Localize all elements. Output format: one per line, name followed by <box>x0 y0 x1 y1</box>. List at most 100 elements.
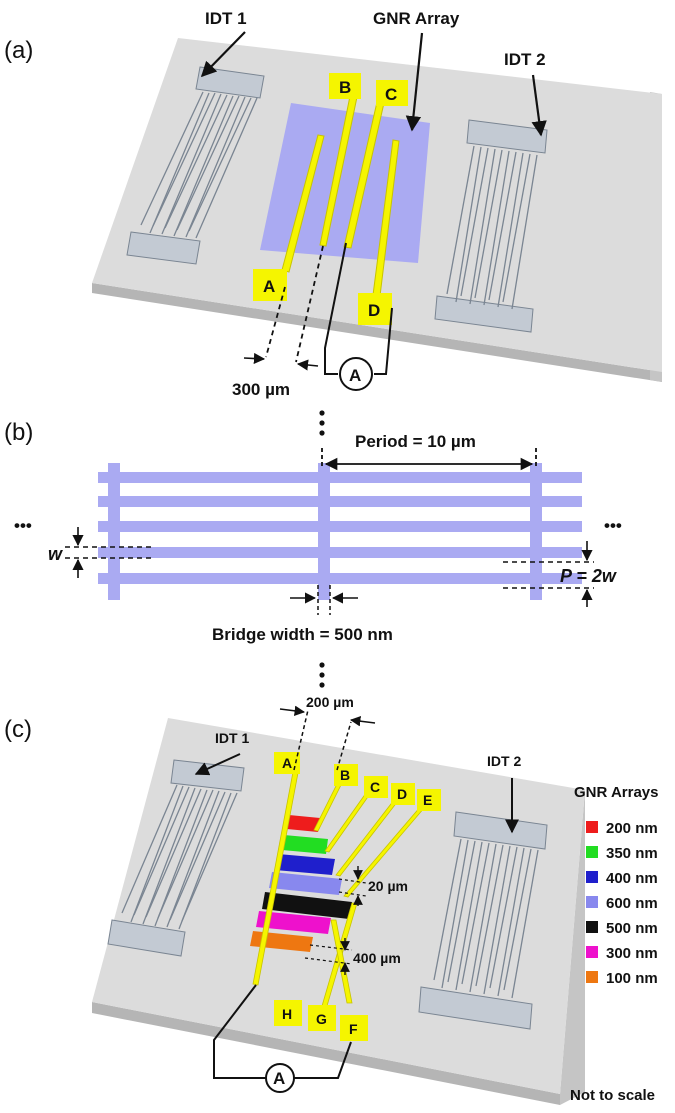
idt2-a-arrow <box>531 74 547 137</box>
legend-swatch-6 <box>586 946 598 958</box>
pad-g-c-label: G <box>316 1011 327 1027</box>
stripe-350nm <box>282 835 328 854</box>
dim-a-label: 300 µm <box>232 380 290 399</box>
bridge-2 <box>318 463 330 600</box>
pad-b-a <box>329 73 361 99</box>
stripe-200nm <box>287 815 320 832</box>
legend-label-2: 350 nm <box>606 845 658 862</box>
idt1-c-arrow <box>194 753 241 776</box>
panel-c-label: (c) <box>4 716 32 743</box>
idt2-a-top-bus <box>466 119 548 154</box>
period-label: Period = 10 µm <box>355 432 476 451</box>
legend-label-7: 100 nm <box>606 970 658 987</box>
ammeter-a <box>339 357 373 391</box>
idt1-c-label: IDT 1 <box>215 730 249 746</box>
pad-b-c <box>334 764 358 786</box>
pads-c: A B C D E H G F <box>274 752 441 1041</box>
pad-d-a-label: D <box>368 301 380 320</box>
gnr-ribbons-b <box>98 463 582 600</box>
pad-a-a <box>253 269 287 301</box>
bridge-width-label: Bridge width = 500 nm <box>212 625 393 644</box>
legend-swatch-4 <box>586 896 598 908</box>
idt1-c-bottom-bus <box>107 919 186 957</box>
dim-a-line-2 <box>295 245 324 363</box>
stripe-300nm <box>256 911 331 934</box>
idt1-a <box>126 66 265 265</box>
ammeter-c <box>265 1063 295 1093</box>
gnr-array-a-label: GNR Array <box>373 9 460 28</box>
dim-c-mid-line-2 <box>338 891 367 897</box>
panel-a-label: (a) <box>4 37 33 64</box>
meter-c-wire-left <box>213 984 266 1079</box>
ribbon-1 <box>98 472 582 483</box>
separator-dots-1 <box>319 410 325 436</box>
dim-a-arrow-2 <box>296 359 319 371</box>
idt2-c-fingers <box>433 838 539 999</box>
legend-label-3: 400 nm <box>606 870 658 887</box>
dim-c-top-arrow-2 <box>349 715 376 727</box>
idt2-a-fingers <box>446 145 538 310</box>
idt2-c <box>418 811 548 1030</box>
ammeter-c-label: A <box>273 1069 285 1088</box>
ribbon-3 <box>98 521 582 532</box>
idt1-c-fingers <box>121 784 238 930</box>
pad-c-a-label: C <box>385 85 397 104</box>
gnr-array-a-arrow <box>405 32 424 132</box>
stripe-500nm <box>262 892 352 919</box>
pad-a-c-label: A <box>282 755 292 771</box>
pad-d-a <box>358 293 392 325</box>
idt1-a-fingers <box>140 91 258 239</box>
pad-h-c <box>274 1000 302 1026</box>
panel-b: (b) Period = 10 µm ••• ••• w P = 2 <box>4 419 622 644</box>
idt2-a <box>434 119 548 333</box>
pad-f-c <box>340 1015 368 1041</box>
pad-d-c-label: D <box>397 786 407 802</box>
panel-a: (a) IDT 1 <box>4 9 662 399</box>
w-label: w <box>48 544 63 564</box>
stripe-400nm <box>275 854 335 875</box>
ellipsis-right: ••• <box>604 516 622 535</box>
not-to-scale-note: Not to scale <box>570 1087 655 1104</box>
dim-c-bot-label: 400 µm <box>353 950 401 966</box>
pad-b-c-label: B <box>340 767 350 783</box>
ellipsis-left: ••• <box>14 516 32 535</box>
electrodes-a <box>281 95 400 297</box>
pad-c-c <box>364 776 388 798</box>
pad-h-c-label: H <box>282 1006 292 1022</box>
pads-a: B C A D <box>253 73 408 325</box>
idt1-a-bottom-bus <box>126 231 201 265</box>
idt2-c-bottom-bus <box>418 986 533 1030</box>
dim-c-bot-line-1 <box>309 944 353 951</box>
bridge-3 <box>530 463 542 600</box>
ribbon-4 <box>98 547 582 558</box>
separator-dots-2 <box>319 662 325 688</box>
pad-e-c-label: E <box>423 792 432 808</box>
dim-c-top-label: 200 µm <box>306 694 354 710</box>
idt1-c <box>107 759 245 957</box>
idt1-a-arrow <box>200 31 246 78</box>
pad-c-a <box>376 80 408 106</box>
electrodes-c <box>252 771 426 1007</box>
substrate-c-side <box>560 790 585 1105</box>
substrate-c-front <box>92 1002 560 1105</box>
dim-c-top-line-1 <box>293 709 309 771</box>
electrode-f <box>330 919 353 1004</box>
legend-swatch-2 <box>586 846 598 858</box>
pad-a-a-label: A <box>263 277 275 296</box>
pad-c-c-label: C <box>370 779 380 795</box>
dim-c-top-line-2 <box>336 721 352 771</box>
legend-c: GNR Arrays 200 nm 350 nm 400 nm 600 nm 5… <box>574 784 658 987</box>
dim-a-line-1 <box>265 286 286 358</box>
ribbon-5 <box>98 573 582 584</box>
panel-b-label: (b) <box>4 419 33 446</box>
meter-a-wire-left <box>324 242 347 375</box>
dim-c-top-arrow-1 <box>279 705 306 717</box>
pad-d-c <box>391 783 415 805</box>
legend-swatch-7 <box>586 971 598 983</box>
legend-swatch-5 <box>586 921 598 933</box>
legend-swatch-1 <box>586 821 598 833</box>
ribbon-2 <box>98 496 582 507</box>
meter-a-wire-right <box>374 307 393 375</box>
idt2-c-label: IDT 2 <box>487 753 521 769</box>
